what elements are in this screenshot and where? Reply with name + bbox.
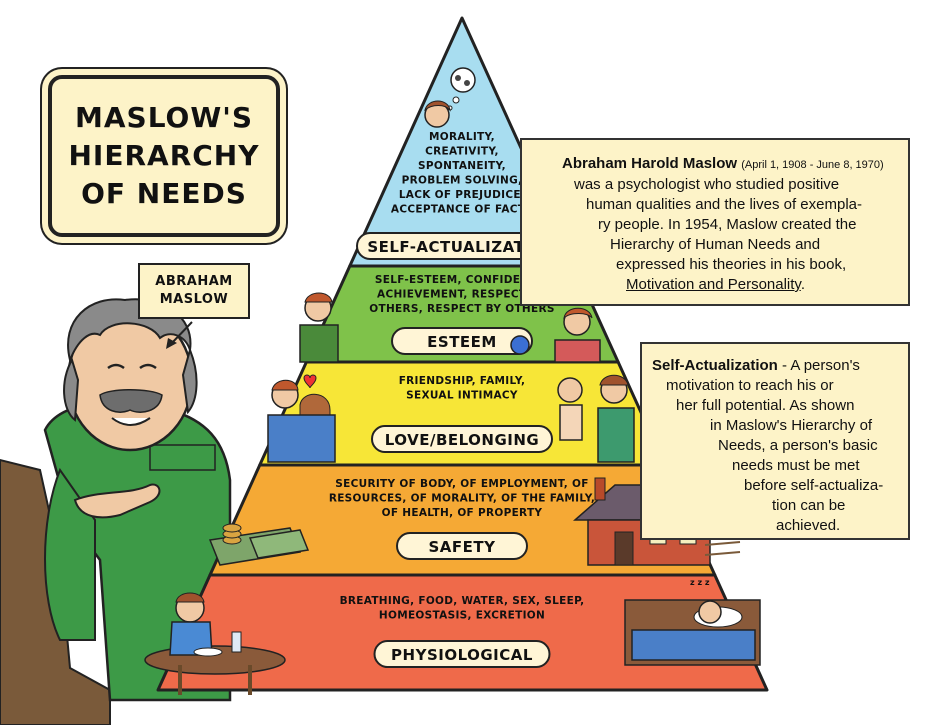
tier-label-pill	[396, 532, 528, 560]
title-line-2: HIERARCHY	[68, 139, 260, 172]
eating-figure-icon	[144, 592, 286, 695]
bio-line-3: ry people. In 1954, Maslow created the	[598, 216, 857, 233]
tier-item-text: LACK OF PREJUDICE,	[399, 189, 525, 201]
tier-item-text: PROBLEM SOLVING,	[402, 175, 523, 187]
tier-item-text: MORALITY,	[429, 131, 495, 143]
tier-item-text: FRIENDSHIP, FAMILY,	[399, 375, 526, 387]
love-figures-icon	[267, 374, 635, 463]
sleeping-figure-icon: z z z	[624, 578, 761, 666]
money-icon	[208, 523, 310, 566]
tier-item-text: RESOURCES, OF MORALITY, OF THE FAMILY,	[329, 493, 595, 505]
tier-item-text: SECURITY OF BODY, OF EMPLOYMENT, OF	[335, 478, 588, 490]
maslow-name-label: ABRAHAM MASLOW	[138, 263, 250, 319]
arrow-icon	[166, 321, 193, 349]
bio-heading: Abraham Harold Maslow (April 1, 1908 - J…	[562, 154, 884, 175]
definition-line-1-rest: - A person's	[777, 357, 860, 374]
tier-item-text: ACCEPTANCE OF FACTS	[391, 204, 533, 216]
tier-item-text: SPONTANEITY,	[418, 160, 506, 172]
definition-term: Self-Actualization	[652, 357, 778, 374]
definition-line-7: before self-actualiza-	[744, 477, 884, 494]
tier-item-text: OTHERS, RESPECT BY OTHERS	[369, 303, 554, 315]
definition-line-8: tion can be	[772, 497, 846, 514]
definition-line-4: in Maslow's Hierarchy of	[710, 417, 873, 434]
tier-label-pill	[373, 640, 551, 668]
bio-name: Abraham Harold Maslow	[562, 155, 738, 172]
tier-label-safety: SAFETY	[429, 538, 497, 556]
thought-bubble-icon	[447, 67, 476, 111]
tier-item-text: SELF-ESTEEM, CONFIDENCE,	[375, 274, 549, 286]
tier-item-text: BREATHING, FOOD, WATER, SEX, SLEEP,	[340, 595, 585, 607]
definition-line-2: motivation to reach his or	[666, 377, 834, 394]
bio-line-4: Hierarchy of Human Needs and	[610, 236, 821, 253]
tier-item-text: OF HEALTH, OF PROPERTY	[382, 507, 543, 519]
svg-text:z z z: z z z	[690, 578, 710, 587]
tier-item-text: HOMEOSTASIS, EXCRETION	[379, 610, 545, 622]
definition-line-5: Needs, a person's basic	[718, 437, 878, 454]
child-figure-icon	[424, 100, 451, 128]
definition-line-6: needs must be met	[732, 457, 860, 474]
title-line-1: MASLOW'S	[75, 101, 253, 134]
bio-line-1: was a psychologist who studied positive	[574, 176, 840, 193]
title-line-3: OF NEEDS	[81, 177, 247, 210]
definition-box: Self-Actualization - A person's motivati…	[640, 342, 910, 540]
bio-book-end: .	[800, 276, 805, 293]
tier-label-pill	[371, 425, 553, 453]
definition-line-9: achieved.	[776, 517, 841, 534]
tier-item-text: CREATIVITY,	[425, 146, 499, 158]
bio-line-6: Motivation and Personality.	[626, 275, 805, 295]
tier-label-love-belonging: LOVE/BELONGING	[385, 431, 539, 449]
esteem-figures-icon	[299, 292, 601, 363]
bio-line-5: expressed his theories in his book,	[616, 256, 847, 273]
tier-item-text: SEXUAL INTIMACY	[406, 390, 518, 402]
definition-line-3: her full potential. As shown	[676, 397, 855, 414]
tier-label-self-actualization: SELF-ACTUALIZATION	[367, 238, 556, 256]
bio-line-2: human qualities and the lives of exempla…	[586, 196, 862, 213]
maslow-label-line-2: MASLOW	[159, 292, 229, 307]
tier-label-pill	[391, 327, 533, 355]
maslow-label-line-1: ABRAHAM	[155, 274, 233, 289]
bio-book-title: Motivation and Personality	[626, 276, 801, 293]
bio-box: Abraham Harold Maslow (April 1, 1908 - J…	[520, 138, 910, 306]
tier-label-physiological: PHYSIOLOGICAL	[391, 646, 533, 664]
bio-dates: (April 1, 1908 - June 8, 1970)	[741, 159, 884, 171]
definition-line-1: Self-Actualization - A person's	[652, 356, 860, 376]
tier-item-text: ACHIEVEMENT, RESPECT OF	[377, 289, 547, 301]
title-box: MASLOW'S HIERARCHY OF NEEDS	[48, 75, 280, 237]
tier-label-esteem: ESTEEM	[427, 333, 497, 351]
